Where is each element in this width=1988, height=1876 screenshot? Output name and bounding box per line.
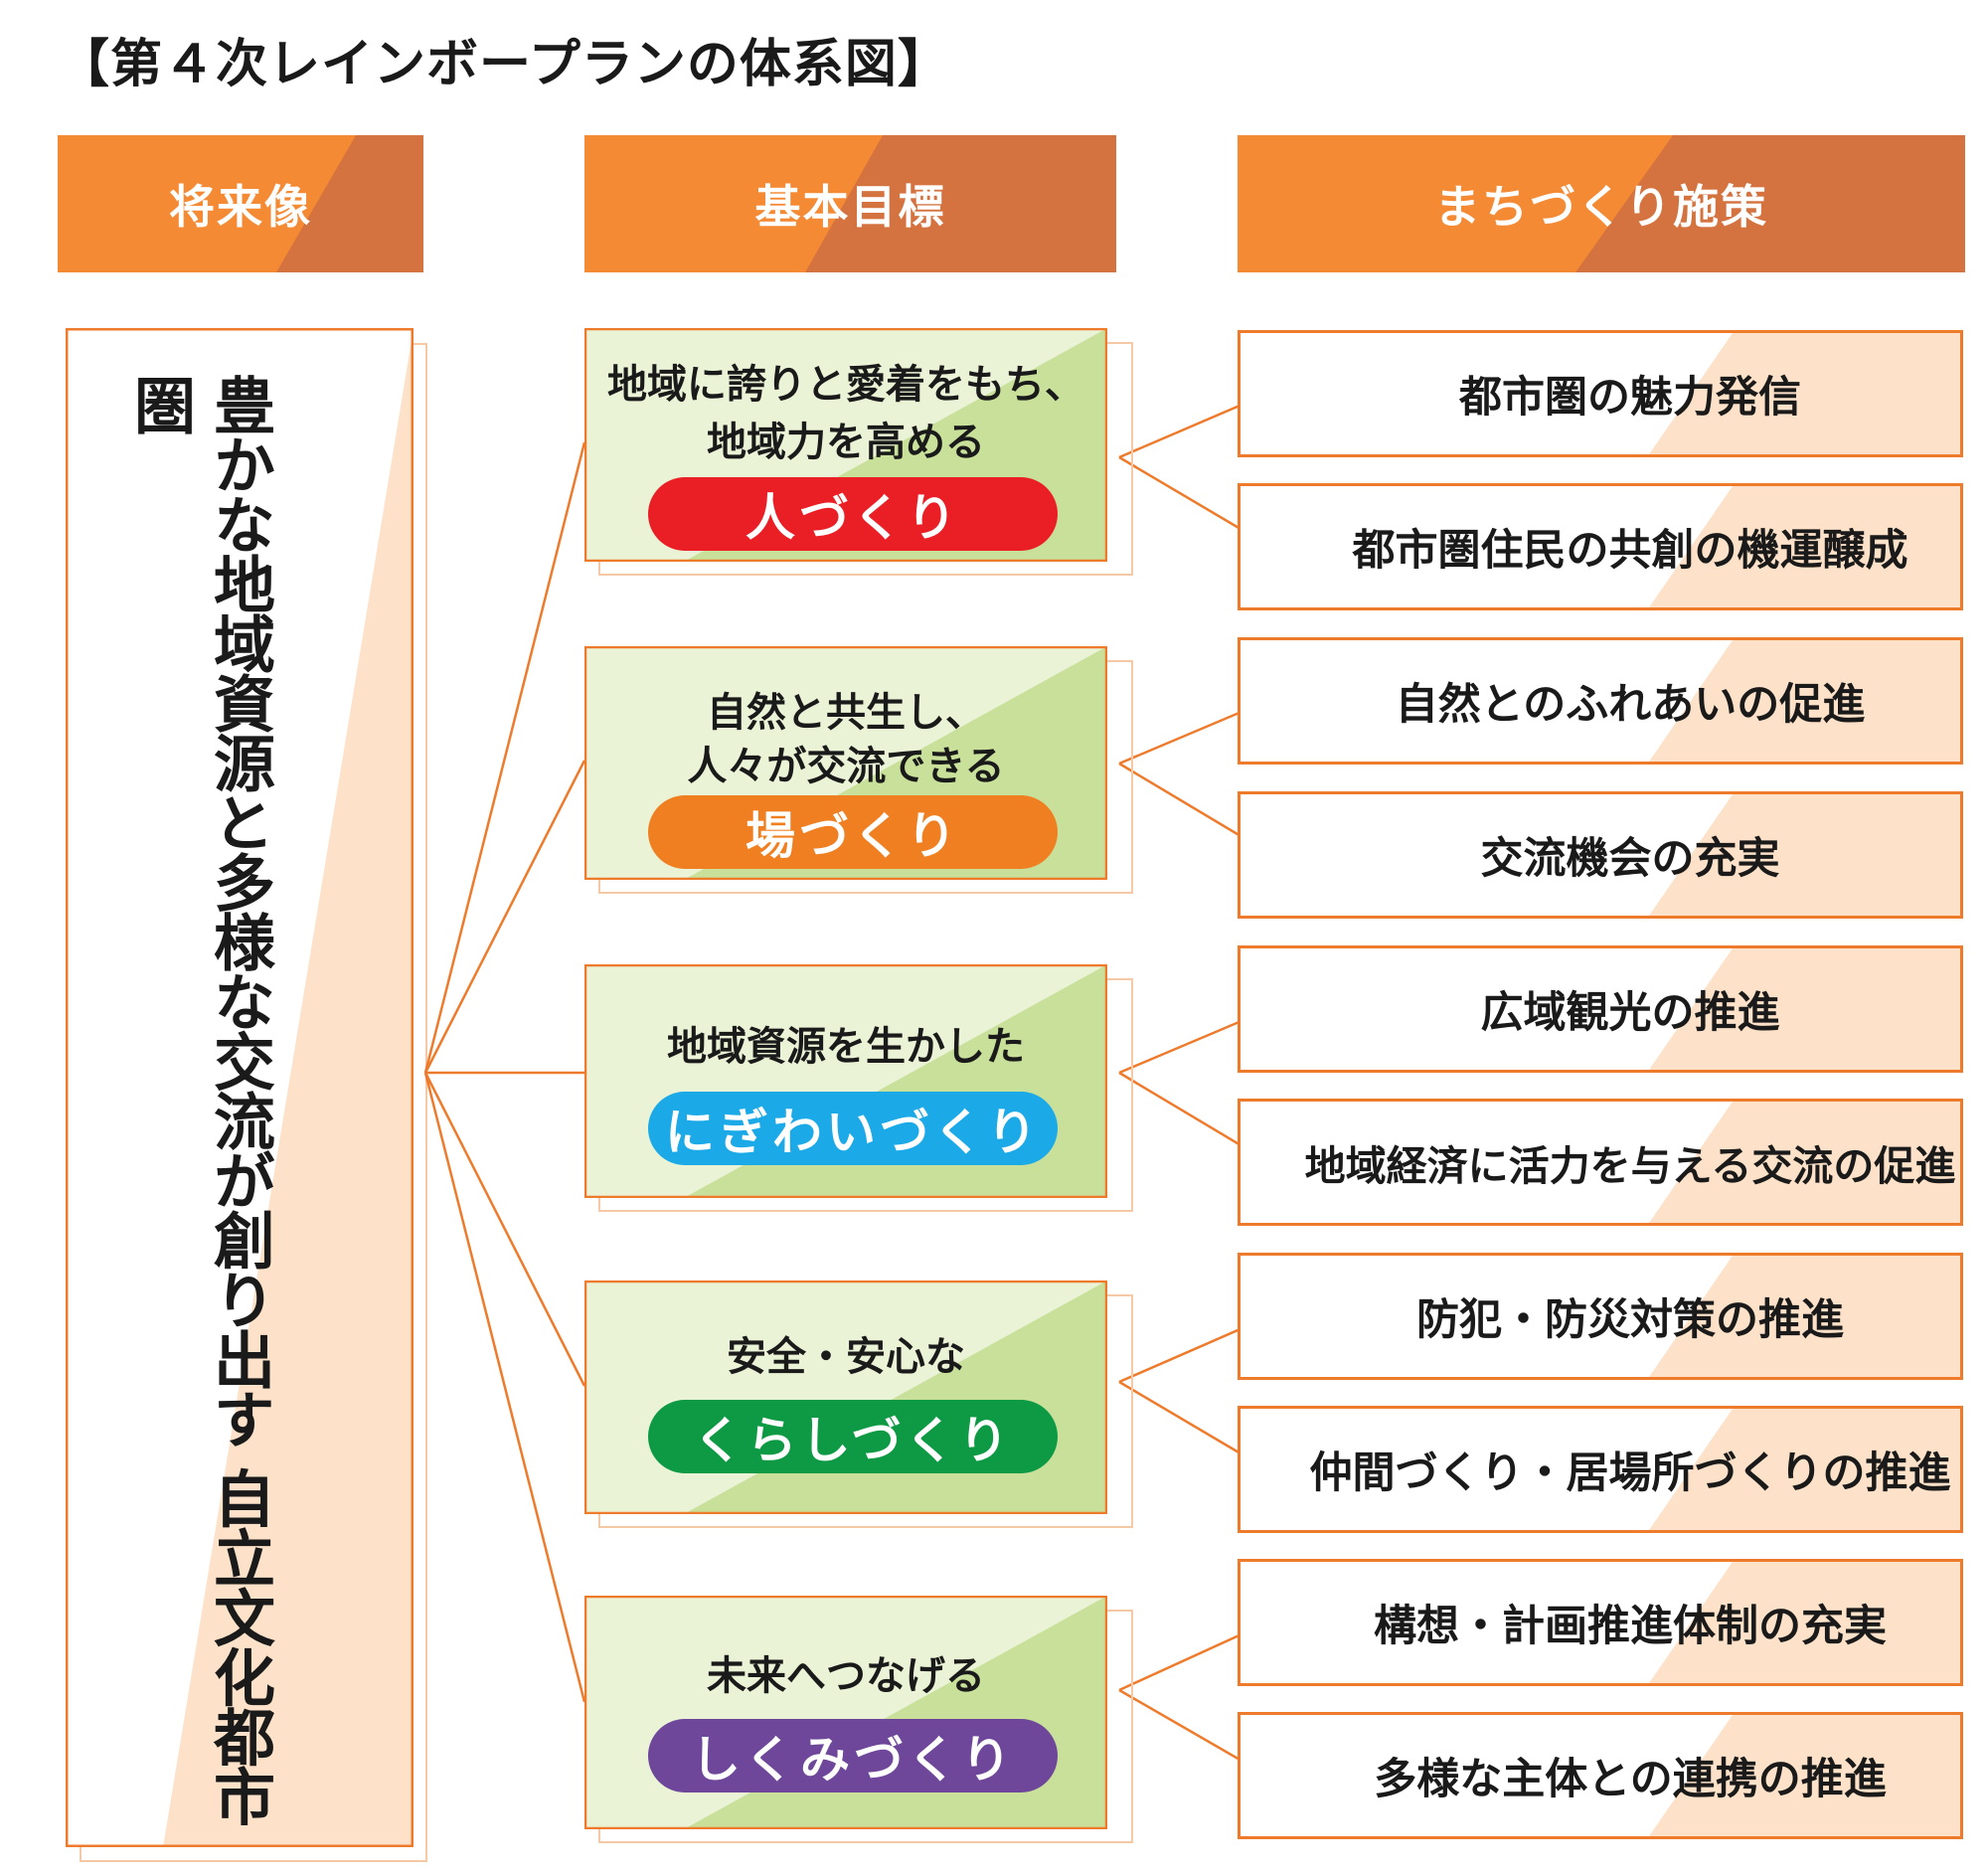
header-measures-label: まちづくり施策 — [1434, 180, 1768, 234]
measure-label: 自然とのふれあいの促進 — [1395, 680, 1866, 730]
goal-frame: 自然と共生し、 人々が交流できる 場づくり — [584, 646, 1107, 880]
goal-pill-places: 場づくり — [648, 795, 1058, 869]
measure-box: 都市圏住民の共創の機運醸成 — [1238, 483, 1963, 610]
measure-label: 仲間づくり・居場所づくりの推進 — [1309, 1449, 1951, 1498]
goal-box-bustle: 地域資源を生かした にぎわいづくり — [584, 964, 1133, 1212]
goal-description-line: 安全・安心な — [727, 1334, 965, 1380]
goal-box-living: 安全・安心な くらしづくり — [584, 1280, 1133, 1528]
goal-box-people: 地域に誇りと愛着をもち、 地域力を高める 人づくり — [584, 328, 1133, 576]
goal-description-line: 地域資源を生かした — [667, 1024, 1025, 1070]
measure-label: 都市圏の魅力発信 — [1459, 373, 1801, 423]
goal-description-line: 地域に誇りと愛着をもち、 — [607, 362, 1084, 408]
measure-label: 防犯・防災対策の推進 — [1416, 1295, 1844, 1345]
goal-box-places: 自然と共生し、 人々が交流できる 場づくり — [584, 646, 1133, 894]
goal-pill-living: くらしづくり — [648, 1400, 1058, 1473]
goal-box-systems: 未来へつなげる しくみづくり — [584, 1596, 1133, 1843]
header-goals: 基本目標 — [584, 135, 1116, 272]
goal-frame: 安全・安心な くらしづくり — [584, 1280, 1107, 1514]
goal-pill-people: 人づくり — [648, 477, 1058, 551]
measure-box: 都市圏の魅力発信 — [1238, 330, 1963, 457]
vision-box — [66, 328, 414, 1847]
goal-description-line: 地域力を高める — [707, 420, 985, 465]
vision-statement: 豊かな地域資源と多様な交流が創り出す 自立文化都市圏 — [123, 374, 275, 1825]
goal-frame: 未来へつなげる しくみづくり — [584, 1596, 1107, 1829]
measure-label: 多様な主体との連携の推進 — [1374, 1755, 1887, 1804]
goal-description-line: 未来へつなげる — [707, 1653, 985, 1699]
header-vision-label: 将来像 — [169, 180, 312, 234]
measure-box: 多様な主体との連携の推進 — [1238, 1712, 1963, 1839]
goal-description-line: 自然と共生し、 — [707, 690, 985, 736]
measure-box: 広域観光の推進 — [1238, 945, 1963, 1073]
measure-label: 都市圏住民の共創の機運醸成 — [1352, 526, 1908, 576]
measure-box: 構想・計画推進体制の充実 — [1238, 1559, 1963, 1686]
header-measures: まちづくり施策 — [1238, 135, 1965, 272]
header-goals-label: 基本目標 — [754, 180, 946, 234]
goal-frame: 地域に誇りと愛着をもち、 地域力を高める 人づくり — [584, 328, 1107, 562]
goal-description-line: 人々が交流できる — [687, 744, 1005, 789]
measure-box: 交流機会の充実 — [1238, 791, 1963, 919]
measure-box: 自然とのふれあいの促進 — [1238, 637, 1963, 765]
measure-label: 広域観光の推進 — [1480, 988, 1780, 1038]
header-vision: 将来像 — [58, 135, 423, 272]
goal-pill-systems: しくみづくり — [648, 1719, 1058, 1792]
diagram-title: 【第４次レインボープランの体系図】 — [58, 35, 950, 94]
measure-label: 構想・計画推進体制の充実 — [1374, 1602, 1887, 1651]
goal-pill-bustle: にぎわいづくり — [648, 1092, 1058, 1165]
measure-label: 交流機会の充実 — [1480, 834, 1780, 884]
measure-box: 地域経済に活力を与える交流の促進 — [1238, 1099, 1963, 1226]
measure-label: 地域経済に活力を与える交流の促進 — [1304, 1142, 1956, 1190]
measure-box: 防犯・防災対策の推進 — [1238, 1253, 1963, 1380]
measure-box: 仲間づくり・居場所づくりの推進 — [1238, 1406, 1963, 1533]
goal-frame: 地域資源を生かした にぎわいづくり — [584, 964, 1107, 1198]
